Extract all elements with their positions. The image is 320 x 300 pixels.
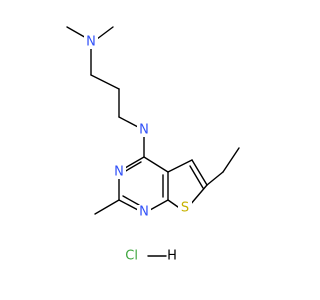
bond-c2-n1-double (122, 195, 140, 206)
bond-c2-n1 (118, 199, 139, 211)
bond-ethyl-1 (206, 171, 224, 186)
atom-n-amine: N (139, 123, 149, 138)
bond-c4a-c5 (167, 159, 193, 173)
atom-n-dimethylamino: N (86, 35, 96, 50)
hcl-label: Cl (125, 249, 138, 264)
bond-c2-methyl (94, 199, 120, 215)
bond-chain-1 (90, 74, 120, 90)
bond-c4-n3 (124, 156, 145, 169)
molecule-structure: N N N N S Cl H (66, 26, 240, 264)
bond-c6-s (189, 184, 208, 206)
bond-c4-n3-double (123, 161, 142, 173)
bond-chain-3 (118, 116, 139, 128)
bond-ethyl-2 (222, 147, 240, 173)
atom-n-ring-lower: N (139, 205, 149, 220)
atom-n-ring-upper: N (114, 165, 124, 180)
salt-label: Cl H (125, 249, 177, 264)
bonds (66, 26, 240, 257)
molecule-canvas: N N N N S Cl H (66, 26, 240, 264)
atom-s-thiophene: S (181, 201, 189, 216)
bond-c5-c6-double (189, 165, 204, 189)
h-atom: H (167, 249, 177, 264)
bond-s-c7a (167, 199, 179, 208)
atom-labels: N N N N S (84, 35, 192, 220)
bond-c4a-c4 (143, 156, 169, 173)
bond-n1-c7a (149, 199, 169, 211)
bond-c5-c6 (191, 159, 208, 186)
bond-nme-methyl-right (96, 26, 114, 40)
